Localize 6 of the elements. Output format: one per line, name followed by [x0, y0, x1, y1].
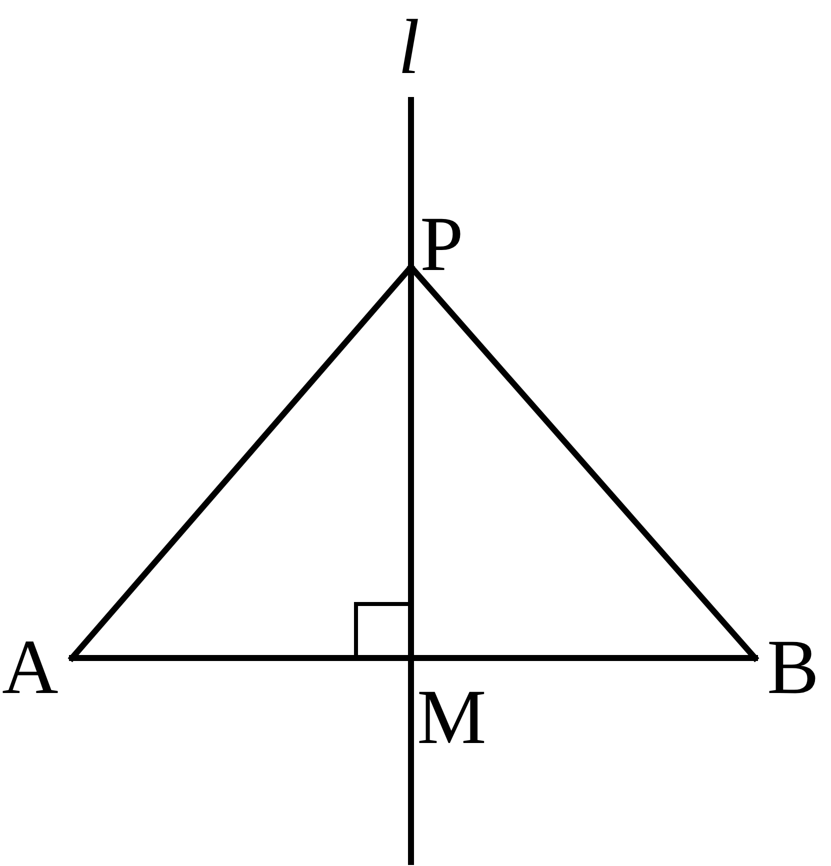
triangle-side	[408, 264, 758, 661]
point-label: M	[417, 678, 486, 756]
point-label: A	[2, 628, 58, 706]
point-label: B	[767, 628, 820, 706]
line-label: l	[398, 8, 420, 86]
point-label: P	[420, 205, 464, 283]
